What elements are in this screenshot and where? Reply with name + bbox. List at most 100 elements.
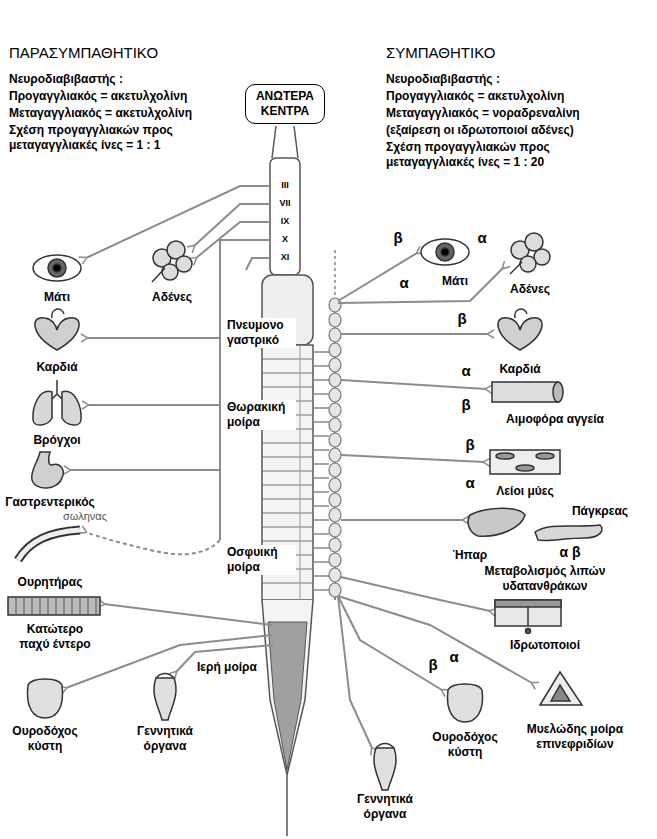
spinal-cord — [262, 126, 313, 836]
organ-label: Βρόγχοι — [32, 433, 81, 448]
cord-region-label: Οσφυική μοίρα — [226, 545, 296, 575]
spinal-cord — [286, 775, 288, 836]
cord-region-label: Θωρακική μοίρα — [226, 400, 296, 430]
sympathetic-chain — [329, 418, 341, 432]
nerve-fiber — [66, 186, 532, 748]
organ-label: Γεννητικά όργανα — [124, 724, 206, 754]
spinal-cord — [270, 158, 300, 275]
organ-label: Αδένες — [151, 290, 193, 305]
organ-icon — [495, 600, 561, 607]
sympathetic-chain — [329, 403, 341, 417]
receptor-label: β — [427, 656, 438, 675]
sympathetic-chain — [329, 358, 341, 372]
info-text: (εξαίρεση οι ιδρωτοποιοί αδένες) — [385, 123, 575, 138]
receptor-label: β — [464, 436, 475, 455]
sympathetic-chain — [329, 313, 341, 327]
organ-icon — [496, 453, 514, 459]
sympathetic-chain — [313, 250, 341, 600]
nerve-fiber — [246, 258, 270, 270]
organ-icon — [53, 264, 61, 272]
organ-label: Κατώτερο παχύ έντερο — [14, 622, 96, 652]
receptor-label: α — [460, 362, 471, 381]
organ-label: Ουροδόχος κύστη — [424, 730, 506, 760]
organ-label: Μάτι — [441, 274, 469, 289]
sympathetic-chain — [329, 373, 341, 387]
organ-icon — [515, 309, 527, 318]
sympathetic-chain — [329, 508, 341, 522]
organ-icon — [527, 607, 529, 626]
section-heading: ΠΑΡΑΣΥΜΠΑΘΗΤΙΚΟ — [8, 44, 159, 63]
cord-region-label: Πνευμονο γαστρικό — [226, 318, 296, 348]
organ-icon — [526, 629, 531, 634]
organ-icon — [510, 262, 522, 274]
organ-icon — [421, 239, 469, 265]
organ-icon — [18, 530, 80, 560]
organ-icon — [495, 600, 561, 626]
receptor-label: β — [456, 310, 467, 329]
nerve-fiber — [338, 253, 417, 301]
nerve-fiber — [341, 380, 486, 389]
organ-label: Μεταβολισμός λιπών υδατανθράκων — [459, 564, 631, 594]
organ-icon — [162, 264, 178, 280]
sympathetic-chain — [313, 352, 329, 590]
nerve-fiber — [341, 519, 463, 521]
receptor-label: α — [448, 648, 459, 667]
cranial-nerve-number: X — [281, 234, 289, 245]
receptor-label: β — [392, 229, 403, 248]
nerve-fiber — [86, 532, 220, 554]
nerve-fiber — [88, 404, 220, 406]
organ-label: Αιμοφόρα αγγεία — [505, 412, 605, 427]
organ-icon — [551, 685, 570, 701]
spinal-cord — [268, 622, 307, 770]
organ-icon — [498, 318, 542, 350]
organ-icon — [156, 674, 174, 679]
center-box: ΑΝΩΤΕΡΑ ΚΕΝΤΡΑ — [245, 84, 325, 124]
organ-icon — [540, 672, 582, 705]
organ-icon — [553, 382, 563, 402]
sympathetic-chain — [329, 538, 341, 552]
organ-icon — [33, 391, 52, 425]
organ-icon — [16, 597, 96, 615]
organ-icon — [32, 452, 64, 488]
sympathetic-chain — [329, 478, 341, 492]
nerve-fiber — [341, 333, 488, 335]
box-text: ΑΝΩΤΕΡΑ ΚΕΝΤΡΑ — [250, 89, 320, 119]
organ-icon — [447, 684, 482, 722]
organ-icon — [374, 744, 396, 791]
organ-icon — [18, 530, 80, 560]
sympathetic-chain — [329, 343, 341, 357]
organ-icon — [525, 233, 543, 251]
organ-icon — [490, 450, 560, 474]
organ-icon — [374, 748, 396, 790]
organ-icon — [436, 243, 454, 261]
organ-icon — [535, 525, 602, 541]
info-text: Προγαγγλιακός = ακετυλχολίνη — [8, 89, 188, 104]
organ-icon — [8, 233, 602, 790]
nerve-fiber — [86, 186, 270, 258]
cord-region-label: Ιερή μοίρα — [196, 660, 258, 675]
organ-label: σωληνας — [62, 510, 108, 524]
sympathetic-chain — [329, 463, 341, 477]
organ-icon — [33, 255, 81, 281]
receptor-label: β — [460, 396, 471, 415]
spinal-cord — [262, 600, 313, 775]
organ-icon — [441, 248, 449, 256]
cranial-nerve-number: XI — [280, 252, 291, 263]
sympathetic-chain — [329, 448, 341, 462]
organ-icon — [152, 268, 165, 282]
organ-icon — [52, 309, 64, 318]
organ-label: Γεννητικά όργανα — [344, 792, 426, 822]
organ-label: Ιδρωτοποιοί — [509, 638, 581, 653]
organ-icon — [27, 679, 62, 718]
cranial-nerve-number: IX — [280, 216, 291, 227]
info-text: Μεταγαγγλιακός = νοραδρεναλίνη — [385, 106, 581, 121]
organ-icon — [516, 465, 534, 471]
organ-label: Καρδιά — [35, 360, 78, 375]
nerve-fiber — [220, 240, 270, 540]
organ-icon — [520, 256, 536, 272]
organ-label: Μυελώδης μοίρα επινεφριδίων — [514, 722, 636, 752]
info-text: Μεταγαγγλιακός = ακετυλχολίνη — [8, 106, 193, 121]
organ-icon — [492, 382, 558, 402]
cranial-nerve-number: VII — [278, 198, 291, 209]
